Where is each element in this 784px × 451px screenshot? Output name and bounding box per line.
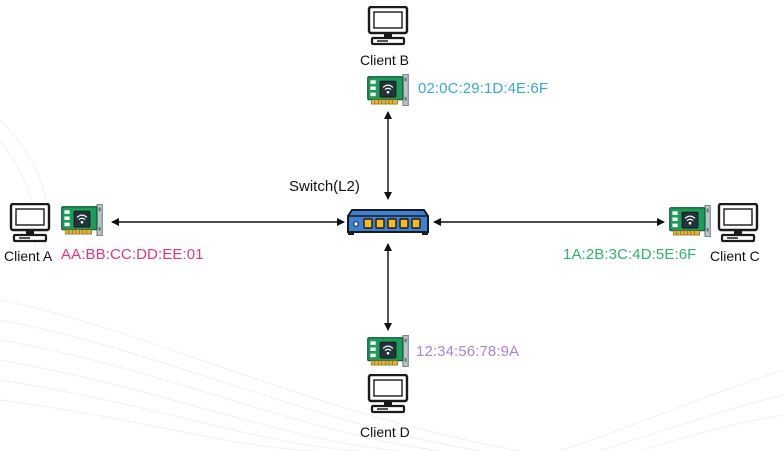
client-b-label: Client B <box>360 52 410 68</box>
switch-label: Switch(L2) <box>289 178 360 195</box>
client-c-network-card-icon <box>669 205 711 237</box>
client-b-computer-icon <box>367 6 409 46</box>
client-d-label: Client D <box>360 424 410 440</box>
client-a-network-card-icon <box>61 204 103 236</box>
client-c-computer-icon <box>717 203 759 243</box>
network-switch-icon <box>346 208 430 237</box>
client-d-computer-icon <box>367 374 409 414</box>
client-c-label: Client C <box>710 248 760 264</box>
client-d-mac-address: 12:34:56:78:9A <box>416 343 520 360</box>
client-c-mac-address: 1A:2B:3C:4D:5E:6F <box>563 246 697 263</box>
client-b-network-card-icon <box>367 74 409 106</box>
client-d-network-card-icon <box>367 335 409 367</box>
client-a-label: Client A <box>4 248 53 264</box>
client-b-mac-address: 02:0C:29:1D:4E:6F <box>418 80 549 97</box>
client-a-mac-address: AA:BB:CC:DD:EE:01 <box>61 246 204 263</box>
client-a-computer-icon <box>9 203 51 243</box>
